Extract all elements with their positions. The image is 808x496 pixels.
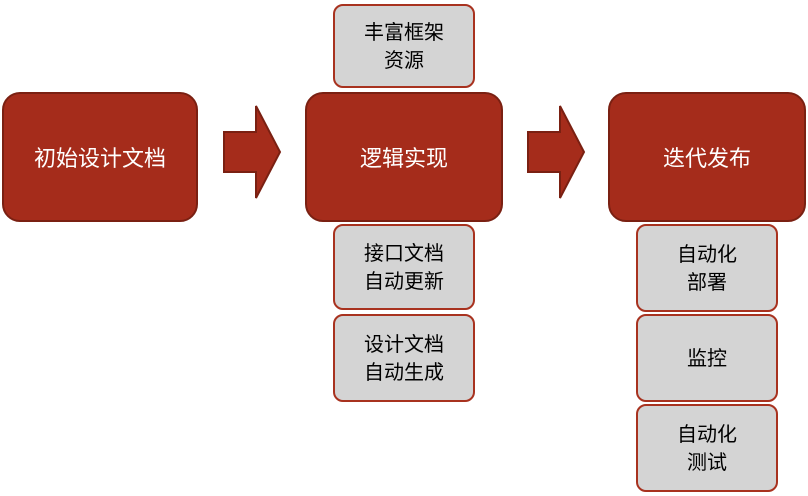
stage-label: 逻辑实现 [359, 147, 448, 172]
release-step-label: 监控 [687, 346, 727, 370]
support-box-design-doc-auto-generate: 设计文档 自动生成 [333, 314, 475, 402]
support-label: 设计文档 自动生成 [364, 332, 444, 384]
release-step-auto-deploy: 自动化 部署 [636, 224, 778, 312]
support-box-api-doc-auto-update: 接口文档 自动更新 [333, 224, 475, 310]
release-step-monitoring: 监控 [636, 314, 778, 402]
release-step-label: 自动化 测试 [677, 422, 737, 474]
stage-label: 初始设计文档 [33, 147, 166, 172]
flow-arrow-1 [223, 105, 282, 199]
stage-label: 迭代发布 [662, 147, 751, 172]
support-label: 接口文档 自动更新 [364, 241, 444, 293]
stage-initial-design-doc: 初始设计文档 [2, 92, 198, 222]
support-label: 丰富框架 资源 [364, 20, 444, 72]
flow-arrow-2 [527, 105, 586, 199]
stage-logic-implementation: 逻辑实现 [305, 92, 503, 222]
release-step-auto-test: 自动化 测试 [636, 404, 778, 492]
stage-iterative-release: 迭代发布 [608, 92, 806, 222]
support-box-framework-resources: 丰富框架 资源 [333, 4, 475, 88]
release-step-label: 自动化 部署 [677, 242, 737, 294]
